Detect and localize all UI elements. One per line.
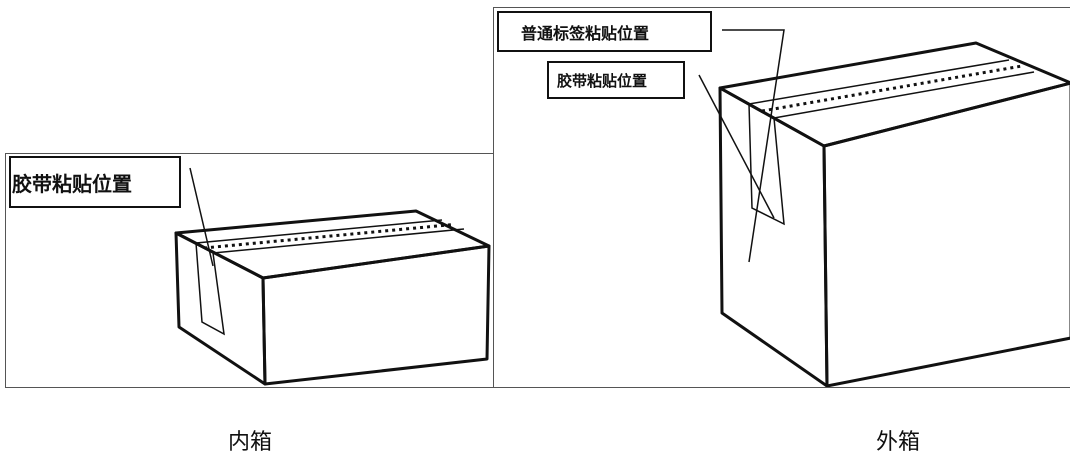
outer-tape-leader-line	[698, 74, 775, 219]
outer-tape-perforation	[761, 64, 1023, 113]
outer-box-drawing	[698, 29, 1070, 387]
inner-tape-position-text: 胶带粘贴位置	[12, 171, 132, 196]
outer-label-leader-line	[722, 29, 785, 263]
outer-label-position-text: 普通标签粘贴位置	[521, 23, 650, 43]
outer-tape-flap	[748, 103, 785, 226]
outer-label-position-label: 普通标签粘贴位置	[497, 11, 712, 52]
inner-tape-position-label: 胶带粘贴位置	[9, 156, 181, 208]
outer-box-caption: 外箱	[876, 430, 921, 455]
inner-tape-flap	[195, 242, 225, 336]
inner-box-drawing	[174, 167, 491, 386]
inner-box-panel: 胶带粘贴位置	[5, 153, 494, 388]
outer-tape-position-label: 胶带粘贴位置	[547, 61, 685, 99]
inner-box-caption: 内箱	[228, 430, 273, 455]
outer-box-panel: 普通标签粘贴位置 胶带粘贴位置	[493, 7, 1070, 388]
outer-tape-position-text: 胶带粘贴位置	[557, 71, 648, 90]
inner-leader-line	[189, 167, 214, 267]
